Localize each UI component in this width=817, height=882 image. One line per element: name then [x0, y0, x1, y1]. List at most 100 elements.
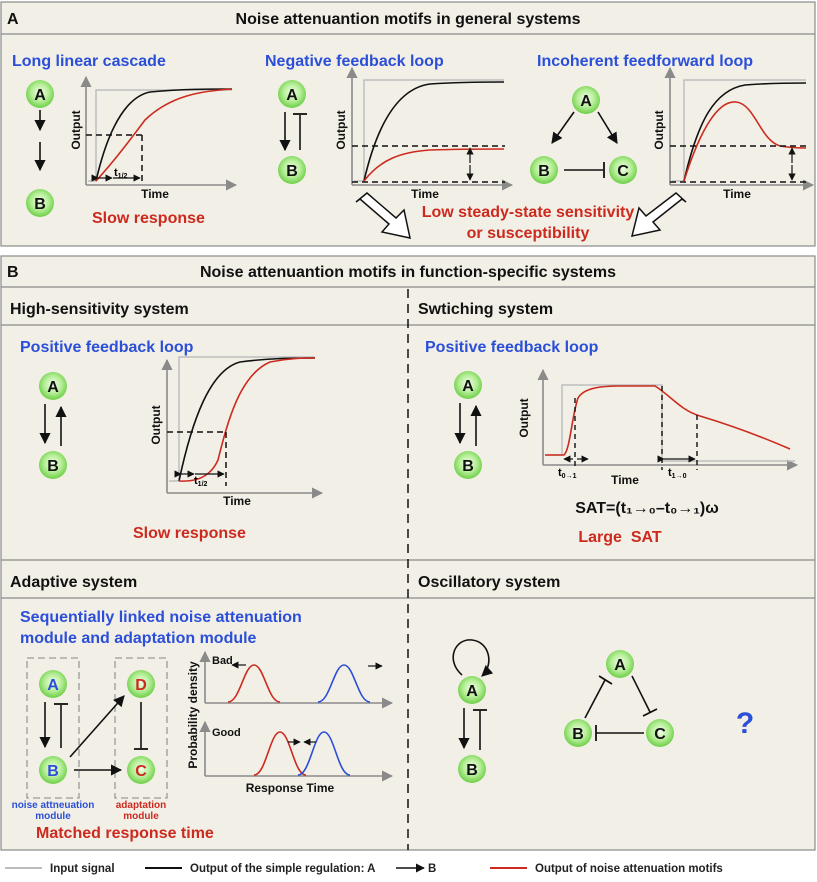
simple-regulation-curve: [95, 88, 233, 182]
high-sensitivity-motif: Positive feedback loop: [20, 339, 194, 356]
y-axis-label: Output: [149, 405, 163, 444]
module2-label-line1: adaptation: [116, 800, 167, 811]
motif-incoherent-feedforward: Incoherent feedforward loop: [537, 53, 753, 70]
node-b-label: B: [538, 163, 550, 180]
panel-b: B Noise attenuantion motifs in function-…: [0, 255, 816, 851]
hollow-arrow-left: [355, 192, 411, 239]
adaptive-motif-line1: Sequentially linked noise attenuation: [20, 609, 302, 626]
node-c-label: C: [617, 163, 629, 180]
input-signal-curve: [672, 79, 806, 182]
good-blue-distribution: [297, 731, 351, 776]
node-a-label: A: [34, 87, 46, 104]
input-signal-curve: [354, 79, 504, 182]
iffl-diagram: A B C: [530, 86, 637, 184]
node-a: [278, 80, 306, 108]
node-a: [454, 371, 482, 399]
node-a: [572, 86, 600, 114]
switching-motif: Positive feedback loop: [425, 339, 599, 356]
oscillatory-diagram-1: A B: [452, 639, 494, 783]
y-axis-label: Probability density: [186, 661, 200, 769]
legend-simple-suffix: B: [428, 863, 436, 875]
node-d-label: D: [135, 677, 147, 694]
iffl-plot: Output Time: [652, 66, 815, 201]
high-sensitivity-plot: Output Time t1/2: [149, 356, 324, 508]
motif-negative-feedback: Negative feedback loop: [265, 53, 444, 70]
nfl-plot: Output Time: [334, 66, 514, 201]
adaptive-note: Matched response time: [36, 825, 214, 842]
module1-label-line1: noise attneuation: [12, 800, 95, 811]
adaptation-module-box: [114, 657, 168, 799]
node-d: [127, 670, 155, 698]
node-b-label: B: [47, 458, 59, 475]
bad-label: Bad: [212, 655, 233, 667]
node-c: [127, 756, 155, 784]
module2-label-line2: module: [123, 811, 159, 822]
response-time-plot: Probability density Response Time Bad Go…: [186, 650, 394, 795]
node-a-label: A: [47, 379, 59, 396]
node-b: [458, 755, 486, 783]
t-half-label: t1/2: [114, 167, 128, 180]
node-a: [39, 670, 67, 698]
legend-motif-label: Output of noise attenuation motifs: [535, 863, 723, 875]
shared-note-line2: or susceptibility: [467, 225, 590, 242]
t-half-label: t1/2: [194, 475, 208, 488]
switching-title: Swtiching system: [418, 301, 553, 318]
x-axis-label: Time: [411, 187, 439, 201]
simple-regulation-curve: [683, 82, 807, 182]
panel-b-letter: B: [7, 264, 19, 281]
adaptive-motif-line2: module and adaptation module: [20, 630, 257, 647]
input-signal-curve: [169, 356, 315, 482]
node-b: [454, 451, 482, 479]
node-c-label: C: [654, 726, 666, 743]
motif-output-curve: [95, 88, 233, 182]
node-b-label: B: [286, 163, 298, 180]
node-a-label: A: [286, 87, 298, 104]
high-sensitivity-note: Slow response: [133, 525, 246, 542]
switching-note: Large SAT: [578, 529, 662, 546]
panel-b-title: Noise attenuantion motifs in function-sp…: [200, 264, 616, 281]
node-a: [606, 650, 634, 678]
node-c-label: C: [135, 763, 147, 780]
noise-module-box: [26, 657, 80, 799]
y-axis-label: Output: [652, 110, 666, 149]
node-a-label: A: [466, 683, 478, 700]
cascade-plot: Output Time t1/2: [69, 75, 238, 201]
node-b: [564, 719, 592, 747]
good-red-distribution: [253, 731, 307, 776]
node-b: [39, 756, 67, 784]
node-c: [646, 719, 674, 747]
panel-a: A Noise attenuantion motifs in general s…: [0, 1, 816, 247]
question-mark: ?: [736, 707, 754, 740]
switching-plot: Output Time t0→1 t1→0: [517, 368, 799, 487]
node-b: [26, 189, 54, 217]
shared-note-line1: Low steady-state sensitivity: [422, 204, 635, 221]
pfl-diagram-2: A B: [454, 371, 482, 479]
hollow-arrow-right: [630, 192, 687, 237]
adaptive-title: Adaptive system: [10, 574, 137, 591]
node-b: [278, 156, 306, 184]
node-a-label: A: [580, 93, 592, 110]
oscillatory-diagram-2: A B C: [564, 650, 674, 747]
module1-label-line2: module: [35, 811, 71, 822]
motif-output-curve: [178, 357, 316, 482]
panel-a-letter: A: [7, 11, 19, 28]
t-01-label: t0→1: [558, 467, 577, 480]
node-a-label: A: [47, 677, 59, 694]
simple-regulation-curve: [178, 357, 316, 482]
node-a: [26, 80, 54, 108]
nfl-diagram: A B: [278, 80, 307, 184]
t-10-label: t1→0: [668, 467, 687, 480]
x-axis-label: Response Time: [246, 781, 335, 795]
node-b-label: B: [47, 763, 59, 780]
node-b-label: B: [572, 726, 584, 743]
node-a: [39, 372, 67, 400]
node-b: [39, 451, 67, 479]
legend-simple-label: Output of the simple regulation: A: [190, 863, 375, 875]
high-sensitivity-title: High-sensitivity system: [10, 301, 189, 318]
y-axis-label: Output: [334, 110, 348, 149]
y-axis-label: Output: [69, 110, 83, 149]
node-c: [609, 156, 637, 184]
pfl-diagram-1: A B: [39, 372, 67, 479]
node-a: [458, 676, 486, 704]
